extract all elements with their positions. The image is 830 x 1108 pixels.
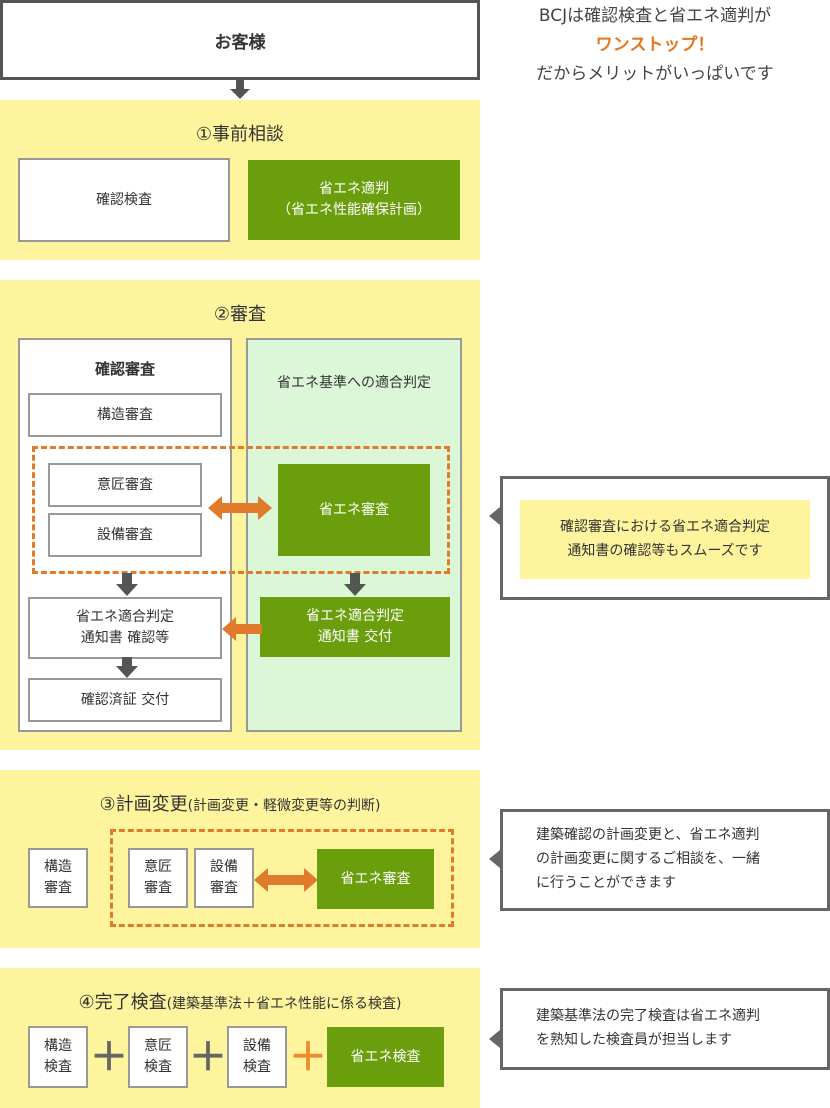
step4-energy-inspection-box: 省エネ検査	[327, 1027, 444, 1087]
down-arrow-icon	[116, 657, 138, 678]
step2-panel: ②審査 確認審査 構造審査 省エネ基準への適合判定 意匠審査 設備審査 省エネ審…	[0, 280, 480, 750]
design-review-box: 意匠審査	[48, 463, 202, 507]
step4-structure-line1: 構造	[44, 1038, 72, 1054]
step3-title-main: ③計画変更	[99, 794, 188, 815]
step4-note-line1: 建築基準法の完了検査は省エネ適判	[536, 1008, 760, 1025]
energy-notice-box: 省エネ適合判定 通知書 交付	[260, 597, 450, 657]
notice-check-line2: 通知書 確認等	[80, 630, 170, 646]
step1-energy-box: 省エネ適判 （省エネ性能確保計画）	[248, 160, 460, 240]
energy-notice-line1: 省エネ適合判定	[306, 608, 404, 624]
step4-equipment-line1: 設備	[243, 1038, 271, 1054]
step4-structure-box: 構造 検査	[28, 1026, 88, 1088]
equipment-review-box: 設備審査	[48, 513, 202, 557]
step4-title-main: ④完了検査	[78, 992, 167, 1013]
step3-energy-review-box: 省エネ審査	[317, 849, 434, 909]
step3-equipment-line1: 設備	[210, 859, 238, 875]
certificate-label: 確認済証 交付	[80, 691, 170, 708]
energy-conformity-title: 省エネ基準への適合判定	[277, 375, 431, 391]
step3-note-line1: 建築確認の計画変更と、省エネ適判	[536, 827, 760, 844]
notice-check-line1: 省エネ適合判定	[76, 609, 174, 625]
step3-title: ③計画変更(計画変更・軽微変更等の判断)	[0, 790, 480, 816]
step1-energy-line2: （省エネ性能確保計画）	[277, 202, 431, 218]
structure-review-label: 構造審査	[97, 406, 153, 423]
left-arrow-icon	[222, 617, 262, 641]
step4-note: 建築基準法の完了検査は省エネ適判 を熟知した検査員が担当します	[500, 988, 830, 1070]
equipment-review-label: 設備審査	[97, 526, 153, 543]
step2-note-line2: 通知書の確認等もスムーズです	[567, 542, 763, 559]
energy-review-label: 省エネ審査	[319, 501, 389, 518]
step3-equipment-box: 設備 審査	[194, 848, 254, 908]
plus-icon: ＋	[289, 1035, 328, 1079]
note-pointer-icon	[489, 507, 500, 525]
step4-title-sub: (建築基準法＋省エネ性能に係る検査)	[166, 996, 402, 1012]
step3-structure-line2: 審査	[44, 880, 72, 896]
down-arrow-icon	[116, 573, 138, 596]
tagline-line3: だからメリットがいっぱいです	[536, 64, 774, 84]
step3-note-line3: に行うことができます	[536, 874, 676, 891]
step1-title: ①事前相談	[195, 124, 285, 145]
step4-energy-inspection-label: 省エネ検査	[350, 1048, 421, 1065]
step4-design-line2: 検査	[144, 1059, 172, 1075]
step4-structure-line2: 検査	[44, 1059, 72, 1075]
double-arrow-icon	[208, 496, 272, 520]
step3-structure-box: 構造 審査	[28, 848, 88, 908]
confirmation-review-title: 確認審査	[94, 360, 155, 378]
step1-panel: ①事前相談 確認検査 省エネ適判 （省エネ性能確保計画）	[0, 100, 480, 260]
step3-energy-review-label: 省エネ審査	[340, 870, 411, 887]
energy-review-box: 省エネ審査	[278, 464, 430, 556]
plus-icon: ＋	[90, 1035, 129, 1079]
step3-structure-line1: 構造	[44, 859, 72, 875]
step4-panel: ④完了検査(建築基準法＋省エネ性能に係る検査) 構造 検査 ＋ 意匠 検査 ＋ …	[0, 968, 480, 1108]
double-arrow-icon	[254, 868, 318, 892]
customer-box: お客様	[0, 0, 480, 80]
step2-note-line1: 確認審査における省エネ適合判定	[560, 518, 770, 535]
step3-panel: ③計画変更(計画変更・軽微変更等の判断) 構造 審査 意匠 審査 設備 審査 省…	[0, 770, 480, 948]
step1-energy-line1: 省エネ適判	[319, 181, 389, 197]
tagline: BCJは確認検査と省エネ適判が ワンストップ！ だからメリットがいっぱいです	[490, 2, 820, 89]
step3-design-box: 意匠 審査	[128, 848, 188, 908]
step3-note-line2: の計画変更に関するご相談を、一緒	[536, 851, 760, 868]
joint-review-highlight	[32, 446, 450, 574]
step2-note-highlight: 確認審査における省エネ適合判定 通知書の確認等もスムーズです	[520, 500, 810, 579]
notice-check-box: 省エネ適合判定 通知書 確認等	[28, 597, 222, 659]
step4-note-line2: を熟知した検査員が担当します	[536, 1032, 732, 1048]
step3-joint-highlight	[110, 829, 454, 927]
step3-design-line2: 審査	[144, 880, 172, 896]
design-review-label: 意匠審査	[97, 476, 153, 493]
tagline-highlight: ワンストップ！	[595, 35, 715, 55]
step1-check-label: 確認検査	[96, 191, 152, 208]
tagline-line1: BCJは確認検査と省エネ適判が	[538, 6, 772, 26]
plus-icon: ＋	[189, 1035, 228, 1079]
energy-notice-line2: 通知書 交付	[317, 629, 393, 645]
step2-title: ②審査	[213, 304, 267, 325]
structure-review-box: 構造審査	[28, 393, 222, 437]
down-arrow-icon	[344, 573, 366, 596]
step4-equipment-box: 設備 検査	[227, 1026, 287, 1088]
step3-title-sub: (計画変更・軽微変更等の判断)	[187, 798, 381, 814]
step4-design-line1: 意匠	[144, 1038, 172, 1054]
customer-label: お客様	[214, 32, 266, 53]
flow-arrow-down-icon	[230, 80, 250, 99]
note-pointer-icon	[489, 1030, 500, 1048]
step3-equipment-line2: 審査	[210, 880, 238, 896]
step4-design-box: 意匠 検査	[128, 1026, 188, 1088]
step1-check-box: 確認検査	[18, 158, 230, 242]
step3-design-line1: 意匠	[144, 859, 172, 875]
step2-note: 確認審査における省エネ適合判定 通知書の確認等もスムーズです	[500, 476, 830, 600]
step4-title: ④完了検査(建築基準法＋省エネ性能に係る検査)	[0, 988, 480, 1014]
step4-equipment-line2: 検査	[243, 1059, 271, 1075]
note-pointer-icon	[489, 850, 500, 868]
step3-note: 建築確認の計画変更と、省エネ適判 の計画変更に関するご相談を、一緒 に行うことが…	[500, 809, 830, 911]
certificate-box: 確認済証 交付	[28, 678, 222, 722]
